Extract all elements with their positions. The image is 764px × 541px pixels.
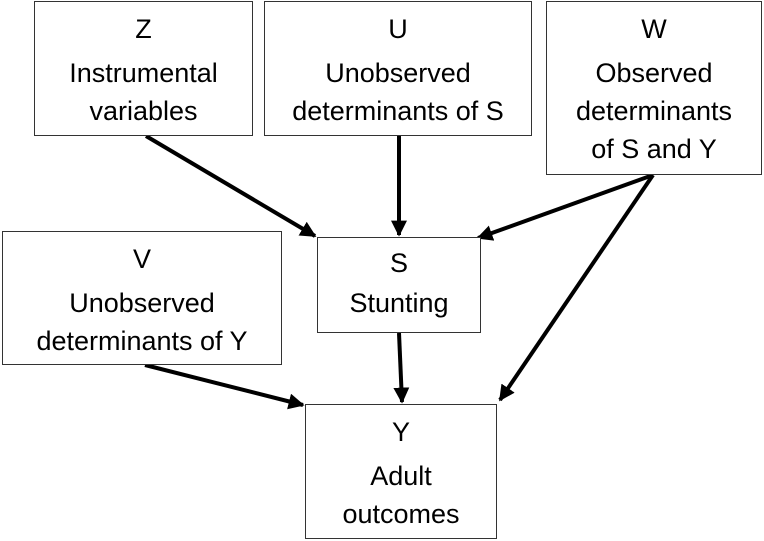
arrow-s-to-y [393, 332, 410, 404]
node-u-unobserved-determinants-of-s: U Unobserved determinants of S [264, 1, 532, 136]
arrow-w-to-s [476, 173, 654, 241]
node-w-label-line: determinants [575, 96, 733, 126]
node-z-symbol: Z [135, 14, 152, 44]
node-v-unobserved-determinants-of-y: V Unobserved determinants of Y [2, 231, 282, 365]
node-v-label-line: determinants of Y [36, 326, 248, 356]
node-u-label-line: determinants of S [292, 96, 504, 126]
node-z-label-line: Instrumental [69, 58, 218, 88]
node-s-stunting: S Stunting [317, 237, 481, 333]
node-s-label-line: Stunting [349, 288, 449, 318]
node-z-instrumental-variables: Z Instrumental variables [34, 1, 253, 136]
node-w-symbol: W [641, 14, 667, 44]
node-y-label-line: outcomes [342, 499, 460, 529]
node-v-label-line: Unobserved [69, 288, 215, 318]
node-w-observed-determinants: W Observed determinants of S and Y [546, 1, 762, 175]
node-v-symbol: V [132, 244, 151, 274]
arrow-v-to-y [144, 363, 305, 410]
node-y-label-line: Adult [370, 461, 432, 491]
arrow-z-to-s [144, 134, 317, 238]
node-w-label-line: of S and Y [591, 134, 717, 164]
node-w-label-line: Observed [595, 58, 713, 88]
node-z-label-line: variables [89, 96, 198, 126]
node-s-symbol: S [389, 248, 408, 278]
node-u-label-line: Unobserved [325, 58, 471, 88]
node-y-adult-outcomes: Y Adult outcomes [305, 404, 497, 539]
node-u-symbol: U [388, 14, 408, 44]
arrow-w-to-y [498, 173, 655, 402]
node-y-symbol: Y [391, 417, 410, 447]
